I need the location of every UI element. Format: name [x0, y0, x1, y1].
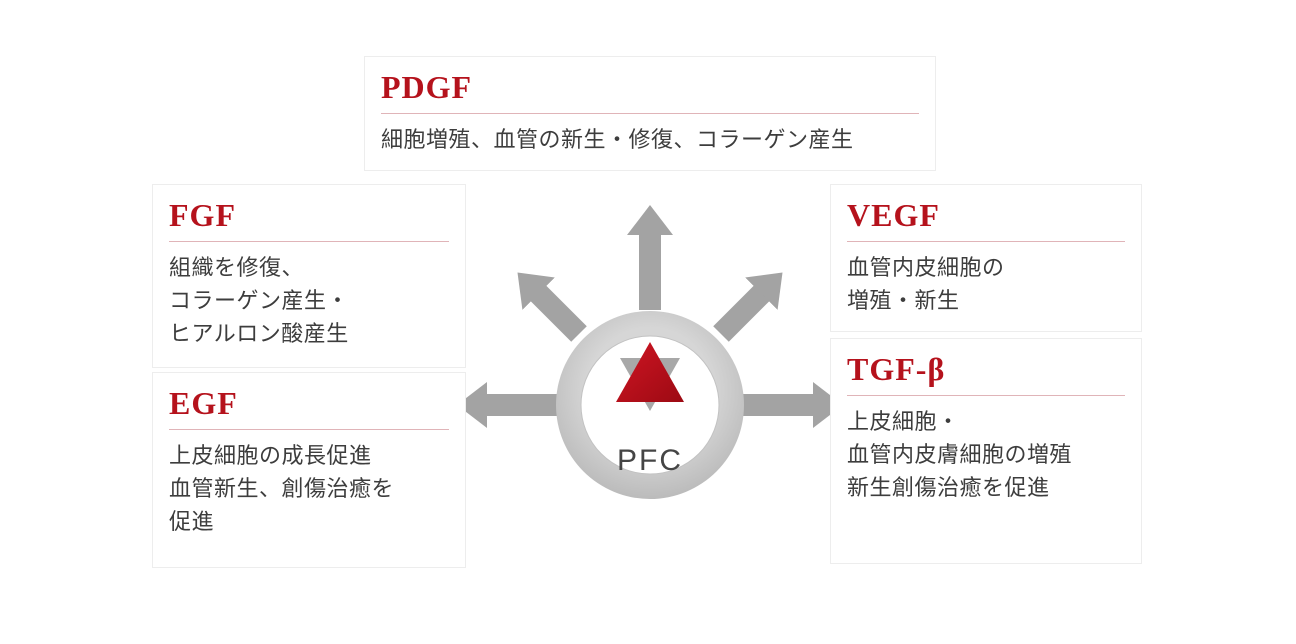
factor-card-vegf: VEGF 血管内皮細胞の 増殖・新生 — [830, 184, 1142, 332]
title-divider — [169, 428, 449, 430]
factor-card-pdgf: PDGF 細胞増殖、血管の新生・修復、コラーゲン産生 — [364, 56, 936, 171]
factor-description-vegf: 血管内皮細胞の 増殖・新生 — [847, 254, 1005, 313]
factor-description-fgf: 組織を修復、 コラーゲン産生・ ヒアルロン酸産生 — [169, 254, 350, 346]
title-divider — [847, 240, 1125, 242]
factor-title-pdgf: PDGF — [381, 69, 473, 105]
factor-card-fgf: FGF 組織を修復、 コラーゲン産生・ ヒアルロン酸産生 — [152, 184, 466, 368]
factor-card-tgfb: TGF-β 上皮細胞・ 血管内皮膚細胞の増殖 新生創傷治癒を促進 — [830, 338, 1142, 564]
factor-title-tgfb: TGF-β — [847, 351, 946, 387]
factor-description-egf: 上皮細胞の成長促進 血管新生、創傷治癒を 促進 — [169, 442, 395, 534]
arrow-up-right-icon — [713, 272, 783, 342]
factor-card-egf: EGF 上皮細胞の成長促進 血管新生、創傷治癒を 促進 — [152, 372, 466, 568]
factor-description-tgfb: 上皮細胞・ 血管内皮膚細胞の増殖 新生創傷治癒を促進 — [847, 408, 1073, 500]
pfc-hub: PFC — [457, 205, 843, 499]
title-divider — [847, 394, 1125, 396]
title-divider — [381, 112, 919, 114]
pfc-logo-icon — [616, 342, 684, 411]
hub-label: PFC — [617, 444, 683, 477]
factor-title-fgf: FGF — [169, 197, 236, 233]
title-divider — [169, 240, 449, 242]
factor-title-vegf: VEGF — [847, 197, 940, 233]
factor-title-egf: EGF — [169, 385, 238, 421]
arrow-up-left-icon — [517, 272, 587, 342]
factor-description-pdgf: 細胞増殖、血管の新生・修復、コラーゲン産生 — [381, 126, 854, 152]
